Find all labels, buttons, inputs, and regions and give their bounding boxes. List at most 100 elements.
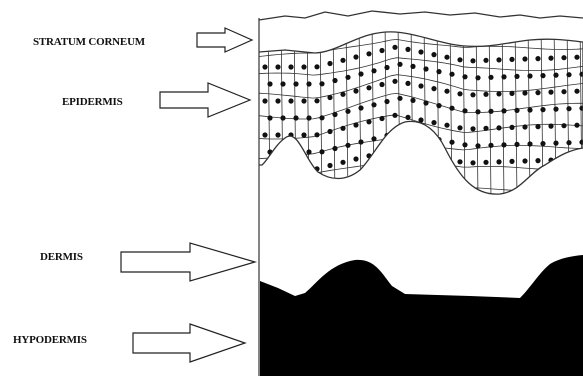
cell-nucleus — [340, 58, 345, 63]
cell-nucleus — [358, 105, 363, 110]
cell-nucleus — [488, 75, 493, 80]
cell-nucleus — [293, 81, 298, 86]
cell-nucleus — [397, 130, 402, 135]
cell-nucleus — [418, 49, 423, 54]
cell-nucleus — [293, 115, 298, 120]
cell-nucleus — [431, 52, 436, 57]
cell-nucleus — [332, 146, 337, 151]
epidermis-nuclei — [262, 45, 583, 172]
cell-wall-line — [268, 20, 270, 200]
cell-nucleus — [306, 115, 311, 120]
cell-nucleus — [280, 149, 285, 154]
cell-nucleus — [280, 81, 285, 86]
cell-nucleus — [457, 91, 462, 96]
cell-nucleus — [379, 48, 384, 53]
cell-nucleus — [561, 55, 566, 60]
cell-nucleus — [353, 88, 358, 93]
cell-nucleus — [301, 132, 306, 137]
label-dermis: DERMIS — [40, 251, 83, 263]
cell-nucleus — [475, 75, 480, 80]
stratum-corneum-line — [259, 11, 583, 20]
cell-wall-line — [398, 20, 400, 200]
cell-nucleus — [275, 64, 280, 69]
cell-nucleus — [306, 149, 311, 154]
cell-nucleus — [444, 157, 449, 162]
cell-nucleus — [527, 73, 532, 78]
cell-nucleus — [275, 132, 280, 137]
cell-nucleus — [314, 132, 319, 137]
cell-nucleus — [553, 73, 558, 78]
cell-nucleus — [514, 108, 519, 113]
cell-nucleus — [423, 134, 428, 139]
cell-nucleus — [561, 157, 566, 162]
cell-nucleus — [457, 57, 462, 62]
cell-nucleus — [501, 142, 506, 147]
cell-nucleus — [358, 71, 363, 76]
cell-nucleus — [561, 123, 566, 128]
cell-nucleus — [436, 103, 441, 108]
cell-nucleus — [423, 100, 428, 105]
cell-nucleus — [392, 45, 397, 50]
cell-nucleus — [574, 55, 579, 60]
label-hypodermis: HYPODERMIS — [13, 334, 87, 346]
cell-nucleus — [288, 166, 293, 171]
cell-nucleus — [522, 56, 527, 61]
cell-nucleus — [522, 158, 527, 163]
cell-nucleus — [262, 132, 267, 137]
cell-nucleus — [496, 125, 501, 130]
cell-nucleus — [267, 81, 272, 86]
cell-nucleus — [262, 64, 267, 69]
cell-nucleus — [405, 47, 410, 52]
cell-nucleus — [392, 79, 397, 84]
cell-nucleus — [288, 64, 293, 69]
cell-nucleus — [574, 157, 579, 162]
cell-nucleus — [566, 140, 571, 145]
cell-nucleus — [319, 149, 324, 154]
cell-nucleus — [470, 58, 475, 63]
cell-nucleus — [527, 107, 532, 112]
cell-nucleus — [470, 126, 475, 131]
cell-nucleus — [514, 142, 519, 147]
cell-nucleus — [345, 143, 350, 148]
cell-nucleus — [306, 81, 311, 86]
cell-nucleus — [436, 69, 441, 74]
cell-nucleus — [522, 124, 527, 129]
cell-nucleus — [540, 107, 545, 112]
cell-nucleus — [444, 123, 449, 128]
cell-nucleus — [527, 141, 532, 146]
cell-nucleus — [553, 141, 558, 146]
cell-nucleus — [501, 108, 506, 113]
cell-nucleus — [514, 74, 519, 79]
cell-nucleus — [522, 90, 527, 95]
cell-nucleus — [548, 124, 553, 129]
cell-nucleus — [470, 92, 475, 97]
cell-nucleus — [405, 81, 410, 86]
cell-nucleus — [379, 82, 384, 87]
cell-nucleus — [340, 160, 345, 165]
cell-nucleus — [418, 117, 423, 122]
cell-nucleus — [392, 147, 397, 152]
cell-nucleus — [418, 151, 423, 156]
cell-nucleus — [540, 141, 545, 146]
cell-nucleus — [314, 64, 319, 69]
cell-nucleus — [371, 102, 376, 107]
cell-nucleus — [384, 65, 389, 70]
cell-wall-line — [294, 20, 296, 200]
cell-wall-line — [437, 20, 439, 200]
cell-wall-line — [281, 20, 283, 200]
cell-nucleus — [535, 90, 540, 95]
cell-nucleus — [462, 74, 467, 79]
cell-nucleus — [293, 149, 298, 154]
cell-nucleus — [371, 68, 376, 73]
cell-nucleus — [327, 95, 332, 100]
cell-nucleus — [462, 142, 467, 147]
cell-nucleus — [262, 166, 267, 171]
cell-nucleus — [566, 72, 571, 77]
cell-wall-line — [385, 20, 387, 200]
cell-row-line — [259, 159, 583, 176]
cell-nucleus — [384, 99, 389, 104]
cell-nucleus — [327, 163, 332, 168]
cell-nucleus — [405, 115, 410, 120]
cell-nucleus — [353, 54, 358, 59]
